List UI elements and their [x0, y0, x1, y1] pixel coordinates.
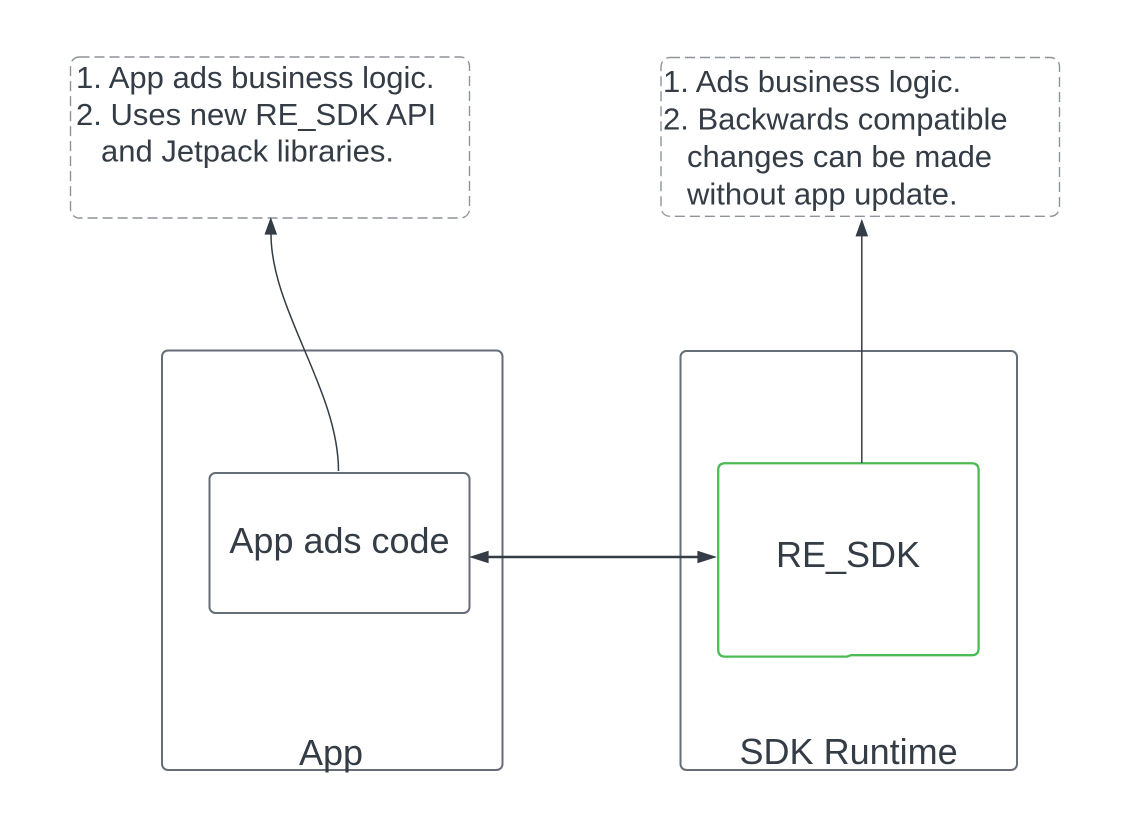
svg-text:1. App ads business logic.: 1. App ads business logic.	[76, 60, 434, 95]
svg-text:SDK Runtime: SDK Runtime	[740, 731, 958, 772]
svg-text:App: App	[299, 732, 363, 773]
svg-text:1. Ads business logic.: 1. Ads business logic.	[663, 64, 961, 99]
svg-text:2. Uses new RE_SDK API: 2. Uses new RE_SDK API	[76, 97, 436, 132]
svg-text:without app update.: without app update.	[686, 177, 958, 212]
svg-text:RE_SDK: RE_SDK	[776, 534, 920, 575]
svg-text:2. Backwards compatible: 2. Backwards compatible	[663, 102, 1008, 137]
svg-text:changes can be made: changes can be made	[687, 139, 992, 174]
svg-text:and Jetpack libraries.: and Jetpack libraries.	[101, 133, 394, 168]
svg-text:App ads code: App ads code	[229, 520, 449, 561]
